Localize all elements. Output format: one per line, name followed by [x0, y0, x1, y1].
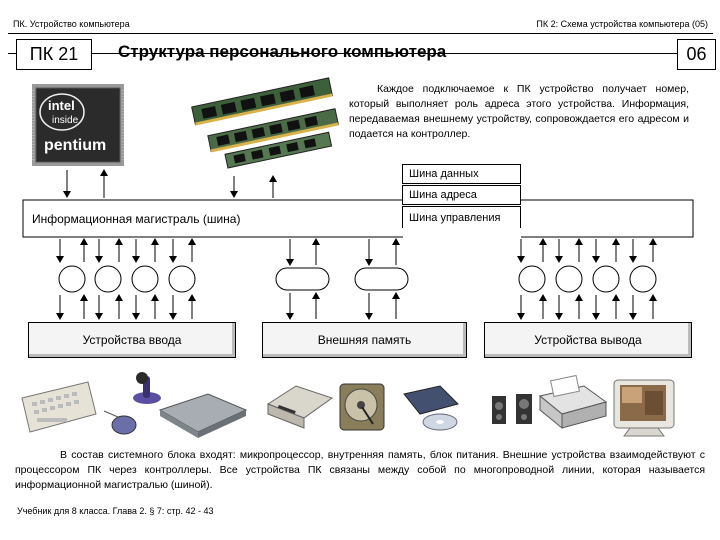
external-memory-label: Внешняя память [317, 333, 412, 347]
output-devices-box: Устройства вывода [484, 322, 692, 358]
output-controller-arrows [517, 238, 657, 320]
header-rule [8, 33, 713, 34]
input-controller-3 [131, 265, 159, 293]
input-controller-arrows [56, 238, 196, 320]
output-controller-3 [592, 265, 620, 293]
slide-code: ПК 21 [29, 44, 79, 64]
memory-modules-image [191, 77, 339, 169]
storage-controller-2 [354, 267, 409, 291]
hard-disk-image [339, 383, 385, 431]
header-left-text: ПК. Устройство компьютера [13, 19, 130, 29]
input-controllers [58, 265, 196, 293]
chip-logo-line2: inside [52, 115, 79, 126]
data-bus-box: Шина данных [402, 164, 521, 184]
input-controller-1 [58, 265, 86, 293]
slide-code-badge: ПК 21 [16, 39, 92, 70]
monitor-image [613, 379, 675, 437]
output-devices-label: Устройства вывода [534, 333, 642, 347]
scanner-image [158, 393, 248, 438]
input-devices-label: Устройства ввода [82, 333, 182, 347]
output-controller-2 [555, 265, 583, 293]
storage-controller-arrows [286, 238, 400, 320]
keyboard-image [21, 381, 97, 433]
control-bus-label: Шина управления [409, 211, 501, 224]
storage-controller-1 [275, 267, 330, 291]
chip-logo-line1: intel [48, 98, 75, 113]
control-bus-box: Шина управления [402, 206, 521, 228]
footer-reference: Учебник для 8 класса. Глава 2. § 7: стр.… [17, 506, 214, 516]
cd-drive-image [403, 385, 459, 431]
printer-image [538, 374, 608, 430]
output-controllers [518, 265, 657, 293]
slide-number-badge: 06 [677, 39, 716, 70]
mouse-image [103, 410, 137, 435]
page-title: Структура персонального компьютера [118, 42, 447, 61]
floppy-drive-image [266, 385, 334, 429]
header-right-text: ПК 2: Схема устройства компьютера (05) [536, 19, 708, 29]
speakers-image [492, 394, 532, 424]
intro-paragraph: Каждое подключаемое к ПК устройство полу… [349, 82, 689, 142]
intro-text: Каждое подключаемое к ПК устройство полу… [349, 83, 689, 140]
input-devices-box: Устройства ввода [28, 322, 236, 358]
bus-outline [22, 199, 694, 238]
external-memory-box: Внешняя память [262, 322, 467, 358]
main-bus-label: Информационная магистраль (шина) [32, 212, 241, 226]
output-controller-4 [629, 265, 657, 293]
storage-controllers [275, 267, 409, 291]
address-bus-box: Шина адреса [402, 185, 521, 205]
address-bus-label: Шина адреса [409, 189, 477, 201]
chip-logo-line3: pentium [44, 137, 106, 154]
slide-number: 06 [686, 44, 707, 64]
data-bus-label: Шина данных [409, 168, 479, 180]
output-controller-1 [518, 265, 546, 293]
input-controller-2 [94, 265, 122, 293]
title-rule [8, 53, 713, 54]
cpu-memory-bus-arrows [63, 169, 277, 198]
processor-chip-image: intel inside pentium [32, 84, 124, 166]
bottom-paragraph: В состав системного блока входят: микроп… [15, 448, 705, 493]
joystick-image [133, 372, 161, 404]
input-controller-4 [168, 265, 196, 293]
bottom-text: В состав системного блока входят: микроп… [15, 449, 705, 491]
